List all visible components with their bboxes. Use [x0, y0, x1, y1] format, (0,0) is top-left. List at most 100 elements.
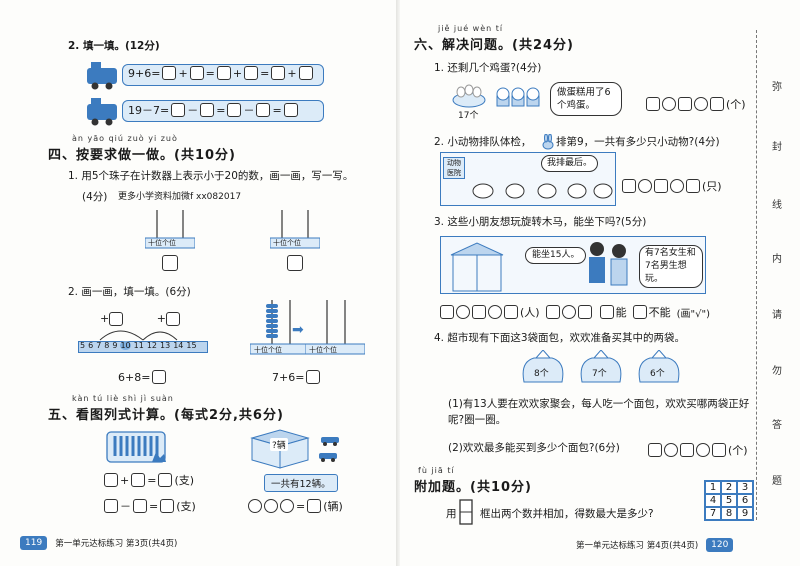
answer-circle[interactable]	[456, 305, 470, 319]
answer-box[interactable]	[440, 305, 454, 319]
answer-circle[interactable]	[488, 305, 502, 319]
tick: 9	[112, 341, 118, 350]
tick: 15	[186, 341, 197, 350]
car-box-illustration: ?辆	[248, 426, 312, 473]
answer-box[interactable]	[298, 66, 313, 80]
abacus-empty[interactable]: 十位个位	[304, 300, 366, 363]
answer-box[interactable]	[227, 103, 242, 117]
answer-circle[interactable]	[662, 97, 676, 111]
answer-circle[interactable]	[264, 499, 278, 513]
answer-box[interactable]	[577, 305, 592, 319]
answer-box[interactable]	[686, 179, 700, 193]
seal-char: 弥	[772, 82, 782, 93]
grid-cell[interactable]: 3	[737, 481, 753, 494]
answer-box[interactable]	[306, 370, 321, 384]
grid-cell[interactable]: 1	[705, 481, 721, 494]
answer-box[interactable]	[244, 66, 259, 80]
answer-box[interactable]	[472, 305, 486, 319]
pencil-case-illustration	[105, 428, 167, 469]
op: =	[296, 499, 306, 513]
answer-box[interactable]	[648, 443, 662, 457]
eq-text: +	[232, 66, 243, 80]
s5-eq3: = (辆)	[248, 498, 343, 514]
grid-cell[interactable]: 9	[737, 507, 753, 520]
answer-box[interactable]	[104, 473, 118, 487]
q2-fill-title: 2. 填一填。(12分)	[68, 40, 160, 52]
unit: (人)	[520, 306, 540, 319]
tick: 14	[173, 341, 184, 350]
grid-cell[interactable]: 8	[721, 507, 737, 520]
bread-bag-3[interactable]: 6个	[636, 349, 682, 389]
answer-box[interactable]	[256, 103, 271, 117]
number-grid[interactable]: 1 2 3 4 5 6 7 8 9	[704, 480, 754, 521]
grid-cell[interactable]: 7	[705, 507, 721, 520]
answer-circle[interactable]	[638, 179, 652, 193]
answer-circle[interactable]	[670, 179, 684, 193]
q2-text-a: 2. 小动物排队体检，	[434, 136, 532, 148]
left-footer: 119 第一单元达标练习 第3页(共4页)	[20, 536, 177, 550]
answer-box[interactable]	[283, 103, 298, 117]
grid-cell[interactable]: 2	[721, 481, 737, 494]
answer-box[interactable]	[160, 499, 175, 513]
answer-box[interactable]	[545, 305, 560, 319]
arc-labels: + +	[100, 312, 180, 326]
tick: 13	[160, 341, 171, 350]
answer-box[interactable]	[158, 473, 173, 487]
answer-box[interactable]	[171, 103, 186, 117]
answer-box[interactable]	[189, 66, 204, 80]
abacus-answer-box[interactable]	[162, 255, 178, 271]
answer-box[interactable]	[200, 103, 215, 117]
abacus-label: 十位个位	[254, 346, 282, 354]
answer-box[interactable]	[133, 499, 147, 513]
abacus-2[interactable]: 十位个位	[269, 210, 321, 271]
answer-box[interactable]	[131, 473, 146, 487]
egg-basket: 17个	[452, 82, 486, 121]
can-label: 能	[615, 306, 627, 319]
unit: (支)	[174, 474, 195, 487]
car-icon	[320, 434, 340, 449]
bread-bag-1[interactable]: 8个	[520, 349, 566, 389]
bag-count: 7个	[592, 369, 607, 379]
can-checkbox[interactable]	[599, 305, 614, 319]
answer-box[interactable]	[104, 499, 118, 513]
answer-box[interactable]	[504, 305, 518, 319]
abacus-answer-box[interactable]	[287, 255, 303, 271]
q4a-text: (1)有13人要在欢欢家聚会，每人吃一个面包，欢欢买哪两袋正好呢?圈一圈。	[448, 398, 750, 426]
sec4-pinyin: àn yāo qiú zuò yi zuò	[72, 134, 178, 143]
answer-circle[interactable]	[248, 499, 262, 513]
answer-box[interactable]	[271, 66, 286, 80]
abacus-1[interactable]: 十位个位	[144, 210, 196, 271]
answer-circle[interactable]	[664, 443, 678, 457]
eq-text: =	[205, 66, 215, 80]
answer-box[interactable]	[646, 97, 660, 111]
cannot-checkbox[interactable]	[632, 305, 647, 319]
answer-box[interactable]	[216, 66, 231, 80]
answer-box[interactable]	[162, 66, 177, 80]
q4-text: 4. 超市现有下面这3袋面包，欢欢准备买其中的两袋。	[434, 332, 686, 344]
answer-box[interactable]	[678, 97, 692, 111]
answer-box[interactable]	[710, 97, 724, 111]
page-number: 120	[706, 538, 734, 552]
carousel-scene: 能坐15人。 有7名女生和7名男生想玩。	[440, 236, 706, 294]
answer-box[interactable]	[152, 370, 167, 384]
answer-circle[interactable]	[561, 305, 576, 319]
right-page: jiě jué wèn tí 六、解决问题。(共24分) 1. 还剩几个鸡蛋?(…	[400, 0, 800, 566]
seal-char: 封	[772, 142, 782, 153]
car-icon	[318, 450, 338, 465]
bonus-title: 附加题。(共10分)	[414, 480, 532, 495]
grid-cell[interactable]: 5	[721, 494, 737, 507]
answer-box[interactable]	[307, 499, 322, 513]
answer-circle[interactable]	[280, 499, 294, 513]
answer-circle[interactable]	[696, 443, 710, 457]
q2-text-b: 排第9，一共有多少只小动物?(4分)	[556, 136, 720, 148]
answer-box[interactable]	[680, 443, 694, 457]
grid-cell[interactable]: 4	[705, 494, 721, 507]
answer-box[interactable]	[165, 312, 180, 326]
answer-box[interactable]	[654, 179, 668, 193]
answer-box[interactable]	[622, 179, 636, 193]
bread-bag-2[interactable]: 7个	[578, 349, 624, 389]
grid-cell[interactable]: 6	[737, 494, 753, 507]
jump-arcs	[99, 330, 178, 341]
answer-box[interactable]	[712, 443, 726, 457]
answer-circle[interactable]	[694, 97, 708, 111]
